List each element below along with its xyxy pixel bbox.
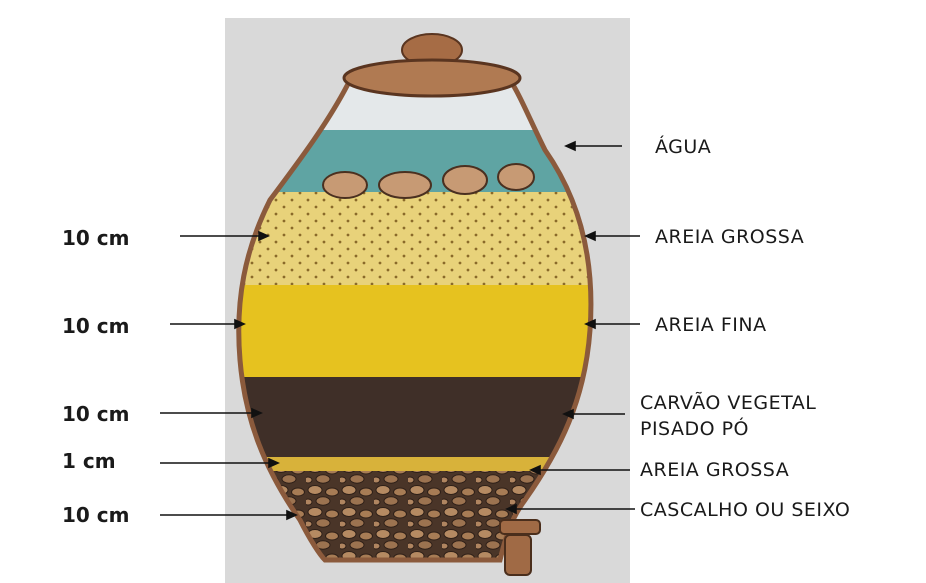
label-coarse-sand-bottom: AREIA GROSSA (640, 459, 789, 481)
stone (443, 166, 487, 194)
label-coarse-sand-top: AREIA GROSSA (655, 226, 804, 248)
label-charcoal-line1: CARVÃO VEGETAL (640, 392, 816, 414)
stone (323, 172, 367, 198)
tap-handle (505, 535, 531, 575)
measure-charcoal: 10 cm (62, 402, 130, 426)
stone (379, 172, 431, 198)
label-gravel: CASCALHO OU SEIXO (640, 499, 850, 521)
stone (498, 164, 534, 190)
label-fine-sand: AREIA FINA (655, 314, 767, 336)
measure-gravel: 10 cm (62, 503, 130, 527)
lid-rim (344, 60, 520, 96)
coarse-sand-dots (220, 192, 620, 285)
label-charcoal-line2: PISADO PÓ (640, 418, 749, 440)
measure-coarse-sand: 10 cm (62, 226, 130, 250)
label-water: ÁGUA (655, 136, 711, 158)
fine-sand-layer (220, 285, 620, 377)
measure-fine-sand: 10 cm (62, 314, 130, 338)
measure-thin-sand: 1 cm (62, 449, 116, 473)
tap-spout (500, 520, 540, 534)
